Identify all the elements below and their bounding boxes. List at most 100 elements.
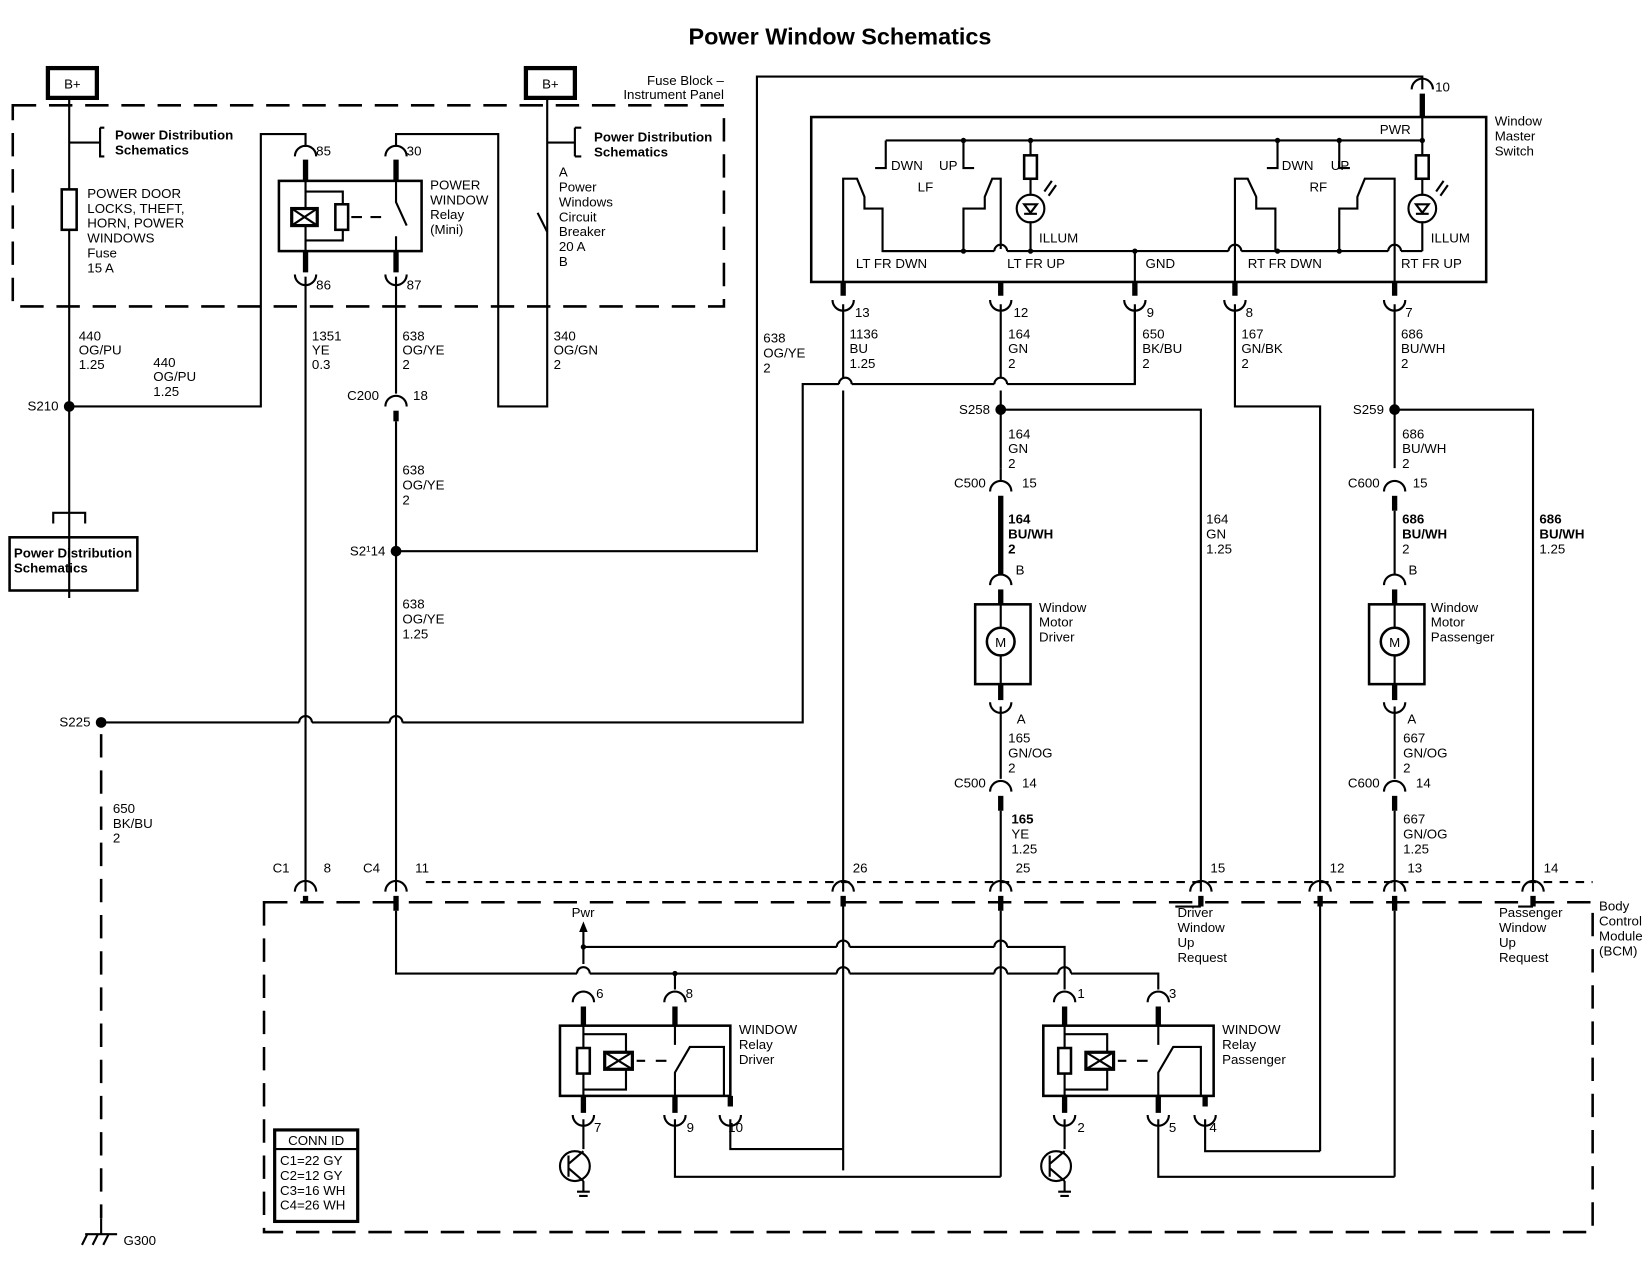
svg-text:1.25: 1.25 [1206, 541, 1232, 556]
wire-638d-label: 638 OG/YE 2 [763, 331, 805, 376]
bcm-pwr-label: Pwr [572, 905, 595, 920]
conn-id-row: C4=26 WH [280, 1198, 345, 1213]
conn-id-row: C3=16 WH [280, 1183, 345, 1198]
relay-passenger-pin-5: 5 [1169, 1120, 1176, 1135]
ground-g300: G300 [81, 1218, 156, 1248]
svg-text:BU/WH: BU/WH [1401, 341, 1445, 356]
connector-c600-top [1382, 479, 1407, 492]
svg-text:2: 2 [1008, 456, 1015, 471]
c500-top-pin: 15 [1022, 475, 1037, 490]
svg-text:2: 2 [1008, 356, 1015, 371]
svg-text:650: 650 [113, 801, 135, 816]
passenger-up-request-label: Passenger Window Up Request [1499, 905, 1563, 965]
pin-85-connector [293, 144, 318, 157]
svg-text:OG/YE: OG/YE [763, 345, 805, 360]
svg-text:1.25: 1.25 [402, 626, 428, 641]
svg-text:Module: Module [1599, 929, 1643, 944]
splice-s258-label: S258 [959, 402, 990, 417]
pin-85-label: 85 [316, 143, 331, 158]
svg-text:15 A: 15 A [87, 260, 114, 275]
splice-s214-label: S2¹14 [350, 543, 385, 558]
wire-638b-label: 638 OG/YE 2 [402, 463, 444, 508]
svg-text:Window: Window [1499, 920, 1547, 935]
svg-text:LOCKS, THEFT,: LOCKS, THEFT, [87, 201, 184, 216]
svg-text:OG/YE: OG/YE [402, 342, 444, 357]
connector-c500-bottom [989, 779, 1013, 792]
svg-text:2: 2 [1008, 541, 1015, 556]
fuse-label: POWER DOOR LOCKS, THEFT, HORN, POWER WIN… [87, 186, 184, 275]
relay-driver-pin-10: 10 [728, 1120, 743, 1135]
svg-text:BU/WH: BU/WH [1539, 526, 1584, 541]
lf-illum-label: ILLUM [1039, 231, 1078, 246]
svg-text:Driver: Driver [739, 1052, 775, 1067]
wire-340-label: 340 OG/GN 2 [554, 328, 598, 372]
relay-driver-pin-6: 6 [596, 986, 603, 1001]
svg-text:Windows: Windows [559, 194, 613, 209]
svg-text:GN/BK: GN/BK [1241, 341, 1283, 356]
svg-text:LF: LF [918, 180, 934, 195]
switch-pin10-connector [1410, 77, 1435, 90]
svg-text:638: 638 [402, 328, 424, 343]
c1-label: C1 [273, 860, 290, 875]
svg-text:686: 686 [1402, 511, 1424, 526]
motor-passenger-label: Window Motor Passenger [1431, 600, 1495, 645]
breaker-icon [536, 212, 549, 233]
pd-box[interactable] [8, 536, 139, 592]
bcm-c1-c4-connectors [293, 879, 408, 892]
motor-driver-pin-a-label: A [1017, 712, 1026, 727]
svg-text:164: 164 [1008, 326, 1030, 341]
svg-text:Passenger: Passenger [1499, 905, 1563, 920]
svg-text:BU/WH: BU/WH [1402, 526, 1447, 541]
svg-text:667: 667 [1403, 812, 1425, 827]
svg-text:2: 2 [1142, 356, 1149, 371]
svg-text:DWN: DWN [1282, 158, 1314, 173]
svg-text:DWN: DWN [891, 158, 923, 173]
splice-s225-label: S225 [59, 715, 90, 730]
relay-driver-pin-8: 8 [686, 986, 693, 1001]
svg-text:Relay: Relay [430, 207, 464, 222]
svg-text:2: 2 [1403, 760, 1410, 775]
window-master-switch [809, 115, 1488, 284]
svg-text:650: 650 [1142, 326, 1164, 341]
motor-icon [985, 626, 1016, 657]
svg-text:Passenger: Passenger [1222, 1052, 1286, 1067]
terminal-lt-fr-up: LT FR UP [1007, 256, 1065, 271]
wire-167-label: 167 GN/BK 2 [1241, 326, 1283, 371]
svg-text:Control: Control [1599, 914, 1642, 929]
svg-text:OG/PU: OG/PU [79, 342, 122, 357]
c600-top-label: C600 [1348, 475, 1380, 490]
svg-text:M: M [1389, 635, 1400, 650]
motor-passenger-pin-a-label: A [1407, 712, 1416, 727]
svg-text:Master: Master [1495, 128, 1536, 143]
bcm-outline [262, 900, 1594, 1234]
svg-text:Fuse: Fuse [87, 245, 117, 260]
switch-pin-connectors [831, 281, 1407, 312]
svg-text:Circuit: Circuit [559, 209, 597, 224]
svg-text:YE: YE [312, 342, 330, 357]
relay-passenger-pin-4: 4 [1209, 1120, 1216, 1135]
switch-pin10-label: 10 [1435, 80, 1450, 95]
svg-text:20 A: 20 A [559, 239, 586, 254]
c4-label: C4 [363, 860, 380, 875]
svg-text:686: 686 [1401, 326, 1423, 341]
svg-text:Breaker: Breaker [559, 224, 606, 239]
wire-164b-label: 164 GN 2 [1008, 426, 1030, 471]
bcm-pin-12: 12 [1330, 860, 1345, 875]
window-relay-driver [558, 990, 743, 1127]
wire-440a-label: 440 OG/PU 1.25 [79, 328, 122, 372]
svg-text:1136: 1136 [850, 326, 879, 341]
bcm-pin-15: 15 [1210, 860, 1225, 875]
terminal-rt-fr-dwn: RT FR DWN [1248, 256, 1322, 271]
c500-top-label: C500 [954, 475, 986, 490]
svg-text:2: 2 [1401, 356, 1408, 371]
circuit-breaker-label: A Power Windows Circuit Breaker 20 A B [559, 165, 613, 269]
c600-top-pin: 15 [1413, 475, 1428, 490]
svg-text:POWER: POWER [430, 177, 480, 192]
svg-text:1351: 1351 [312, 328, 342, 343]
bplus-left-box: B+ [45, 65, 100, 101]
master-switch-label: Window Master Switch [1495, 114, 1543, 159]
svg-text:440: 440 [79, 328, 101, 343]
svg-text:Body: Body [1599, 899, 1630, 914]
relay-driver-pin-7: 7 [594, 1120, 601, 1135]
terminal-lt-fr-dwn: LT FR DWN [856, 256, 927, 271]
